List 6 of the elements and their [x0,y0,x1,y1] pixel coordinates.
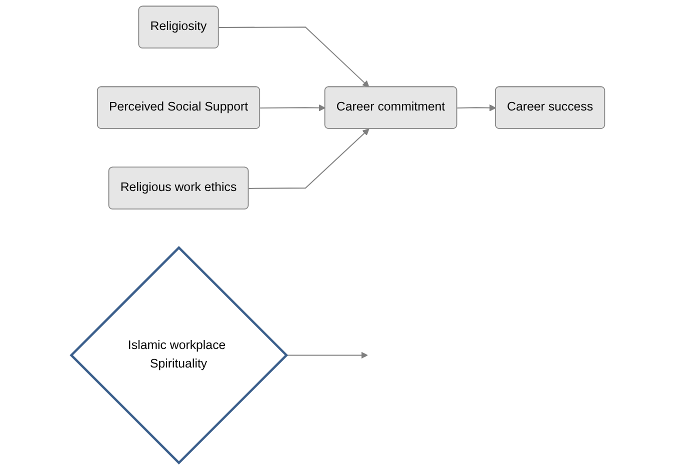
node-diamond: Islamic workplace Spirituality [70,246,288,464]
arrow [457,104,496,112]
arrow [286,352,368,359]
arrow [248,128,370,189]
arrow [260,104,326,112]
arrow [218,26,370,88]
